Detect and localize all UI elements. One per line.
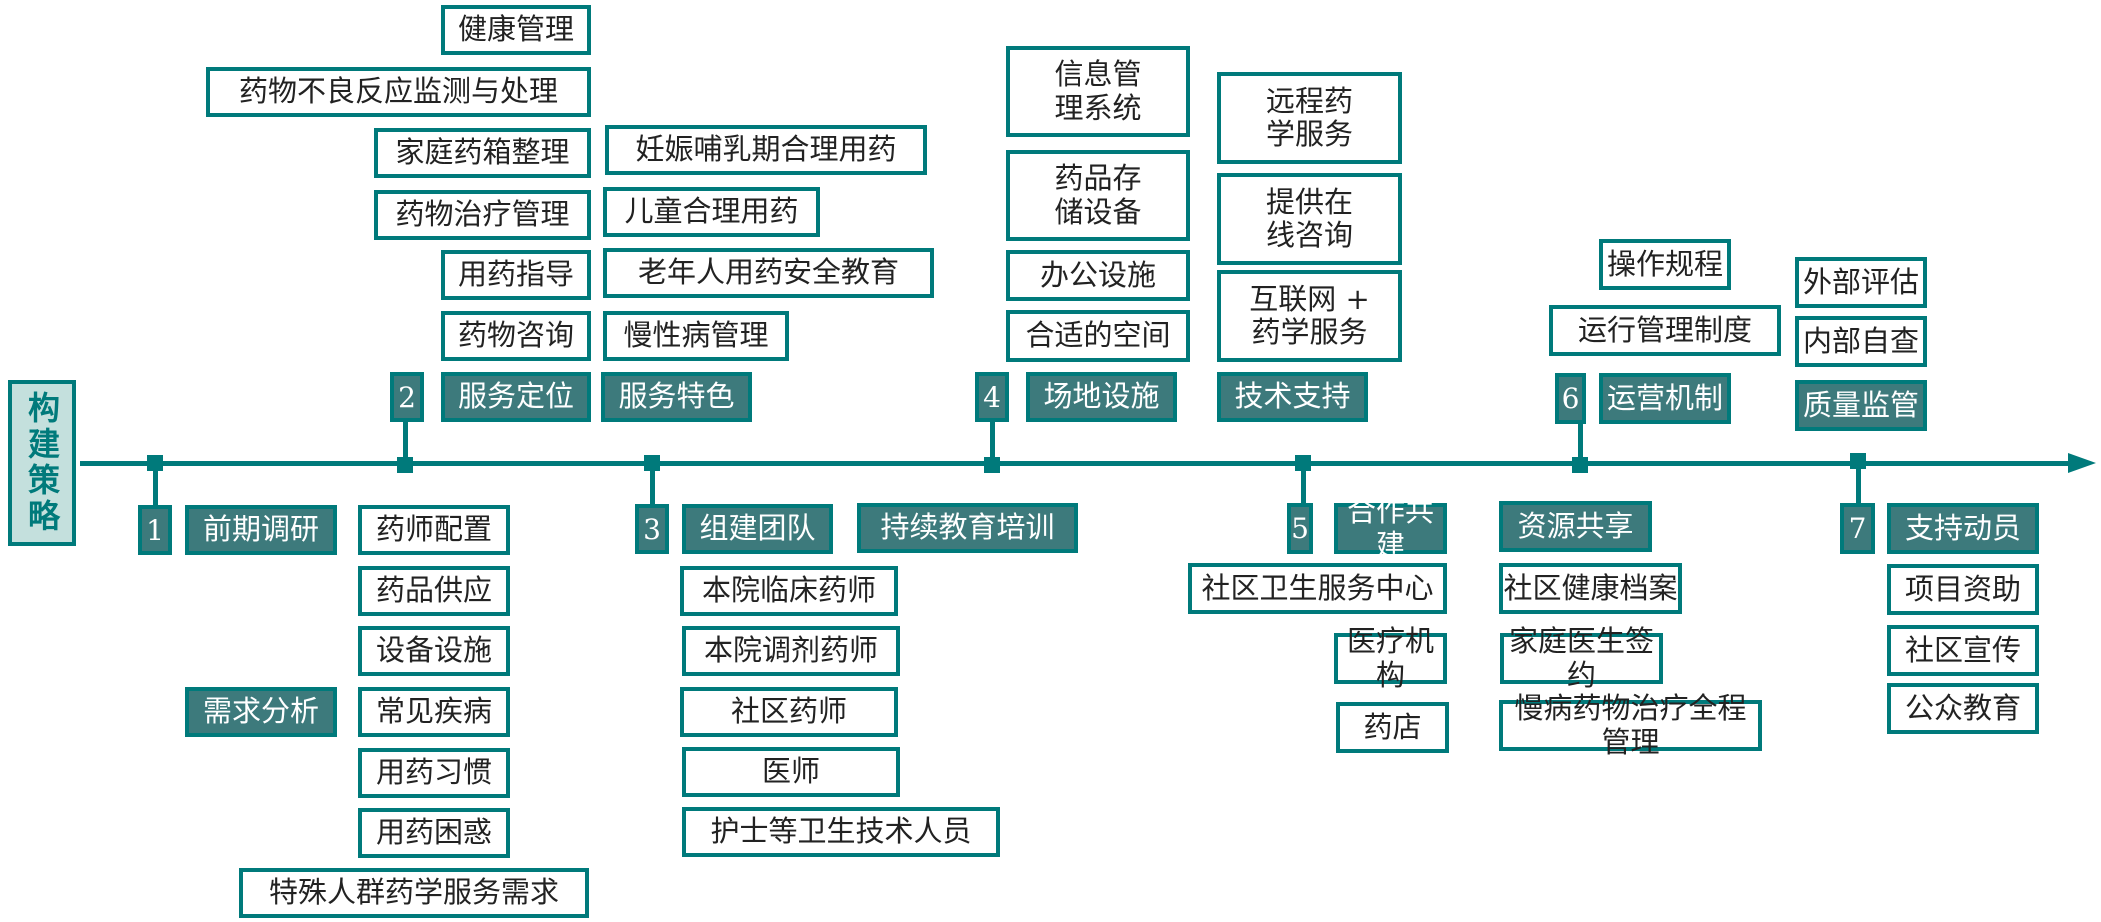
step-4-label: 场地设施: [1026, 372, 1177, 422]
step-1-subhead: 需求分析: [185, 687, 337, 737]
step-3-item: 医师: [682, 747, 900, 797]
step-1-item: 药师配置: [358, 505, 510, 555]
tick-2: [397, 457, 413, 473]
strategy-title: 构建策略: [8, 380, 76, 546]
step-2-item: 用药指导: [441, 250, 591, 300]
step-6-item: 运行管理制度: [1549, 305, 1781, 356]
step-2-item: 老年人用药安全教育: [603, 248, 934, 298]
step-7-item: 公众教育: [1887, 683, 2039, 734]
step-3-item: 社区药师: [680, 687, 898, 737]
step-1-item: 用药习惯: [358, 748, 510, 798]
step-7-item: 内部自查: [1795, 316, 1927, 367]
step-2-label: 服务定位: [441, 372, 591, 422]
tick-4: [984, 457, 1000, 473]
step-number-4: 4: [975, 372, 1009, 422]
step-5-item: 社区健康档案: [1499, 563, 1682, 614]
stem-3: [650, 463, 655, 519]
step-1-item: 常见疾病: [358, 687, 510, 737]
step-7-label: 支持动员: [1887, 503, 2039, 554]
arrow-right-icon: [2068, 453, 2096, 473]
step-4-item: 提供在 线咨询: [1217, 173, 1402, 265]
step-1-item: 特殊人群药学服务需求: [239, 868, 589, 918]
stem-6: [1578, 420, 1583, 464]
step-number-3: 3: [635, 504, 669, 554]
step-5-item: 家庭医生签约: [1500, 624, 1663, 691]
step-3-label: 持续教育培训: [857, 503, 1078, 553]
step-2-item: 慢性病管理: [603, 311, 789, 361]
step-number-6: 6: [1555, 373, 1586, 424]
stem-1: [153, 463, 158, 519]
step-2-item: 妊娠哺乳期合理用药: [605, 125, 927, 175]
step-2-item: 药物咨询: [441, 311, 591, 361]
step-5-item: 医疗机构: [1334, 624, 1447, 691]
step-7-item: 项目资助: [1887, 564, 2039, 615]
step-number-1: 1: [138, 505, 172, 555]
stem-7: [1856, 463, 1861, 519]
step-4-item: 药品存 储设备: [1006, 150, 1190, 241]
step-number-5: 5: [1287, 503, 1313, 554]
step-4-label: 技术支持: [1217, 372, 1368, 422]
step-2-item: 药物不良反应监测与处理: [206, 67, 591, 117]
step-5-label: 资源共享: [1499, 501, 1652, 552]
step-5-item: 社区卫生服务中心: [1188, 563, 1447, 614]
step-1-label: 前期调研: [185, 505, 337, 555]
tick-7: [1850, 453, 1866, 469]
step-1-item: 用药困惑: [358, 808, 510, 858]
step-7-item: 外部评估: [1795, 257, 1927, 308]
step-2-item: 儿童合理用药: [603, 187, 820, 237]
step-4-item: 办公设施: [1006, 250, 1190, 301]
step-2-item: 家庭药箱整理: [374, 128, 591, 178]
step-4-item: 远程药 学服务: [1217, 72, 1402, 164]
step-1-item: 药品供应: [358, 566, 510, 616]
stem-2: [403, 420, 408, 464]
step-6-item: 操作规程: [1599, 239, 1731, 290]
step-2-item: 健康管理: [441, 5, 591, 55]
step-2-item: 药物治疗管理: [374, 190, 591, 240]
step-5-item: 慢病药物治疗全程管理: [1499, 691, 1762, 758]
tick-6: [1572, 457, 1588, 473]
step-3-item: 本院临床药师: [680, 566, 898, 616]
step-3-item: 护士等卫生技术人员: [682, 807, 1000, 857]
step-6-label: 运营机制: [1599, 373, 1731, 424]
step-number-7: 7: [1840, 503, 1875, 554]
timeline-axis: [80, 461, 2070, 466]
step-4-item: 互联网 + 药学服务: [1217, 270, 1402, 362]
step-3-item: 本院调剂药师: [682, 626, 900, 676]
step-5-label: 合作共建: [1334, 494, 1447, 561]
stem-5: [1301, 463, 1306, 519]
step-4-item: 合适的空间: [1006, 310, 1190, 362]
step-7-item: 社区宣传: [1887, 625, 2039, 676]
stem-4: [990, 420, 995, 464]
step-5-item: 药店: [1336, 702, 1449, 753]
step-7-label: 质量监管: [1795, 380, 1927, 431]
step-number-2: 2: [390, 372, 424, 422]
step-1-item: 设备设施: [358, 626, 510, 676]
step-4-item: 信息管 理系统: [1006, 46, 1190, 137]
step-3-label: 组建团队: [682, 504, 833, 554]
step-2-label: 服务特色: [601, 372, 752, 422]
